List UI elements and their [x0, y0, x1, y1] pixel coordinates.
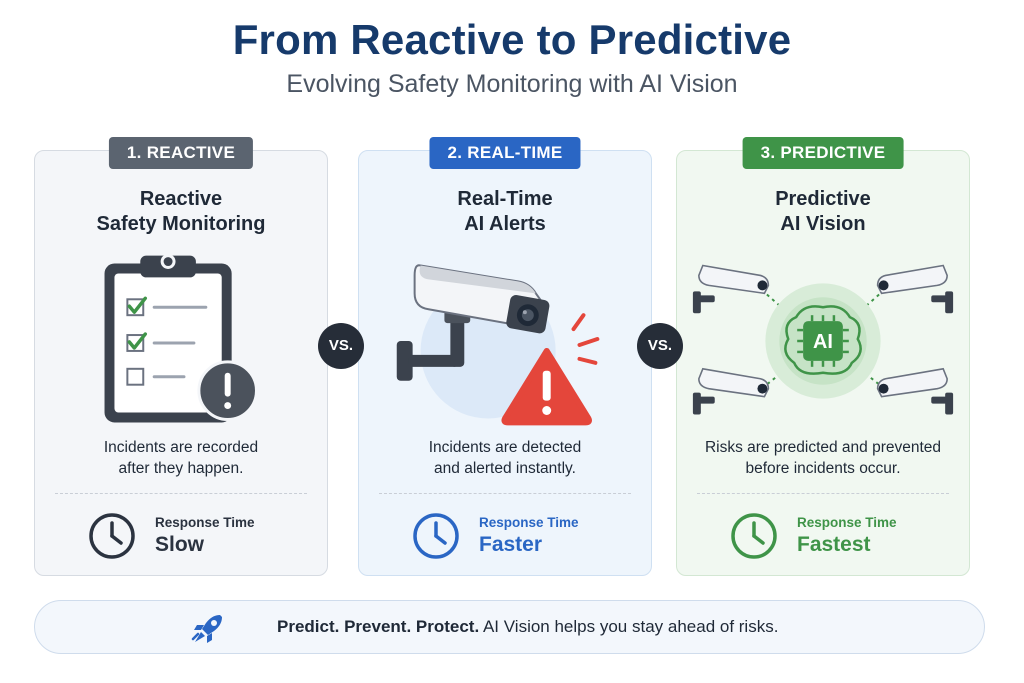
- response-time-label: Response Time: [797, 515, 897, 530]
- clipboard-checklist-icon: [104, 254, 258, 423]
- realtime-description: Incidents are detected and alerted insta…: [359, 437, 651, 479]
- page-subtitle: Evolving Safety Monitoring with AI Visio…: [286, 70, 738, 98]
- page-title: From Reactive to Predictive: [232, 16, 792, 63]
- response-time-value: Faster: [479, 533, 543, 556]
- camera-bottom-right: [876, 367, 954, 415]
- footer-regular-text: AI Vision helps you stay ahead of risks.: [479, 617, 779, 636]
- realtime-divider: [379, 493, 631, 494]
- vs-badge-2: VS.: [637, 323, 683, 369]
- predictive-title: Predictive AI Vision: [677, 187, 969, 237]
- footer-bold-text: Predict. Prevent. Protect.: [277, 617, 480, 636]
- realtime-title: Real-Time AI Alerts: [359, 187, 651, 237]
- predictive-response: Response Time Fastest: [729, 508, 897, 564]
- realtime-response: Response Time Faster: [411, 508, 579, 564]
- reactive-card: 1. REACTIVE Reactive Safety Monitoring I…: [34, 137, 328, 576]
- camera-bottom-left: [692, 367, 770, 415]
- reactive-title-line1: Reactive: [139, 188, 223, 210]
- realtime-desc-line1: Incidents are detected: [428, 439, 582, 456]
- footer-text: Predict. Prevent. Protect. AI Vision hel…: [277, 601, 778, 653]
- rocket-icon: [191, 615, 222, 643]
- predictive-title-line2: AI Vision: [780, 213, 866, 235]
- realtime-badge: 2. REAL-TIME: [429, 137, 581, 169]
- predictive-divider: [697, 493, 949, 494]
- realtime-title-line2: AI Alerts: [464, 213, 546, 235]
- reactive-divider: [55, 493, 307, 494]
- reactive-badge: 1. REACTIVE: [108, 137, 254, 169]
- clock-icon: [413, 513, 459, 559]
- realtime-desc-line2: and alerted instantly.: [434, 460, 576, 477]
- reactive-desc-line1: Incidents are recorded: [103, 439, 259, 456]
- clock-icon: [89, 513, 135, 559]
- reactive-title: Reactive Safety Monitoring: [35, 187, 327, 237]
- camera-top-right: [876, 264, 954, 314]
- ai-chip-cameras-icon: AI: [692, 264, 954, 415]
- response-time-value: Slow: [155, 533, 205, 556]
- response-time-value: Fastest: [797, 533, 871, 556]
- clock-icon: [731, 513, 777, 559]
- reactive-desc-line2: after they happen.: [118, 460, 244, 477]
- security-camera-alert-icon: [396, 264, 600, 426]
- response-time-label: Response Time: [479, 515, 579, 530]
- predictive-desc-line1: Risks are predicted and prevented: [704, 439, 942, 456]
- reactive-title-line2: Safety Monitoring: [96, 213, 266, 235]
- reactive-description: Incidents are recorded after they happen…: [35, 437, 327, 479]
- response-time-label: Response Time: [155, 515, 255, 530]
- predictive-desc-line2: before incidents occur.: [745, 460, 901, 477]
- realtime-title-line1: Real-Time: [457, 188, 553, 210]
- footer-banner: Predict. Prevent. Protect. AI Vision hel…: [34, 600, 985, 654]
- predictive-badge: 3. PREDICTIVE: [742, 137, 904, 169]
- predictive-title-line1: Predictive: [775, 188, 871, 210]
- vs-badge-1: VS.: [318, 323, 364, 369]
- ai-chip-label: AI: [813, 331, 833, 353]
- reactive-response: Response Time Slow: [87, 508, 255, 564]
- predictive-card: 3. PREDICTIVE Predictive AI Vision AI: [676, 137, 970, 576]
- camera-top-left: [692, 264, 770, 314]
- predictive-description: Risks are predicted and prevented before…: [677, 437, 969, 479]
- realtime-card: 2. REAL-TIME Real-Time AI Alerts Inciden…: [358, 137, 652, 576]
